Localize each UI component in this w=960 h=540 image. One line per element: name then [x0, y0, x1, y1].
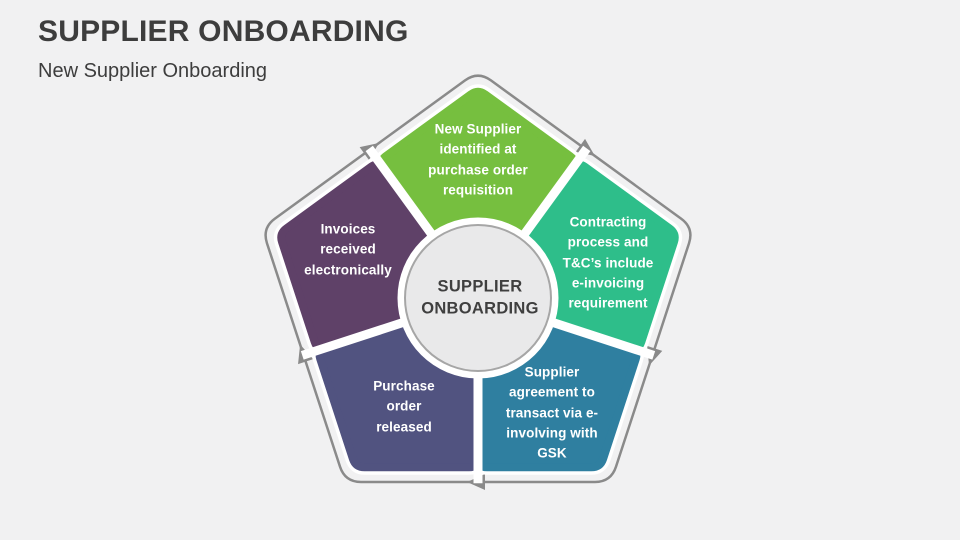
center-circle — [404, 224, 552, 372]
pentagon-outline — [264, 74, 692, 484]
segment-label-bottom-right: Supplier agreement to transact via e- in… — [505, 364, 599, 461]
slide-title: SUPPLIER ONBOARDING — [38, 15, 409, 48]
segment-label-bottom-left: Purchase order released — [373, 378, 435, 435]
segment-label-top: New Supplier identified at purchase orde… — [428, 121, 528, 198]
segment-label-left: Invoices received electronically — [304, 221, 392, 278]
slide-subtitle: New Supplier Onboarding — [38, 60, 268, 82]
center-circle-label: SUPPLIER ONBOARDING — [421, 277, 539, 318]
segment-label-right: Contracting process and T&C’s include e-… — [562, 214, 654, 311]
